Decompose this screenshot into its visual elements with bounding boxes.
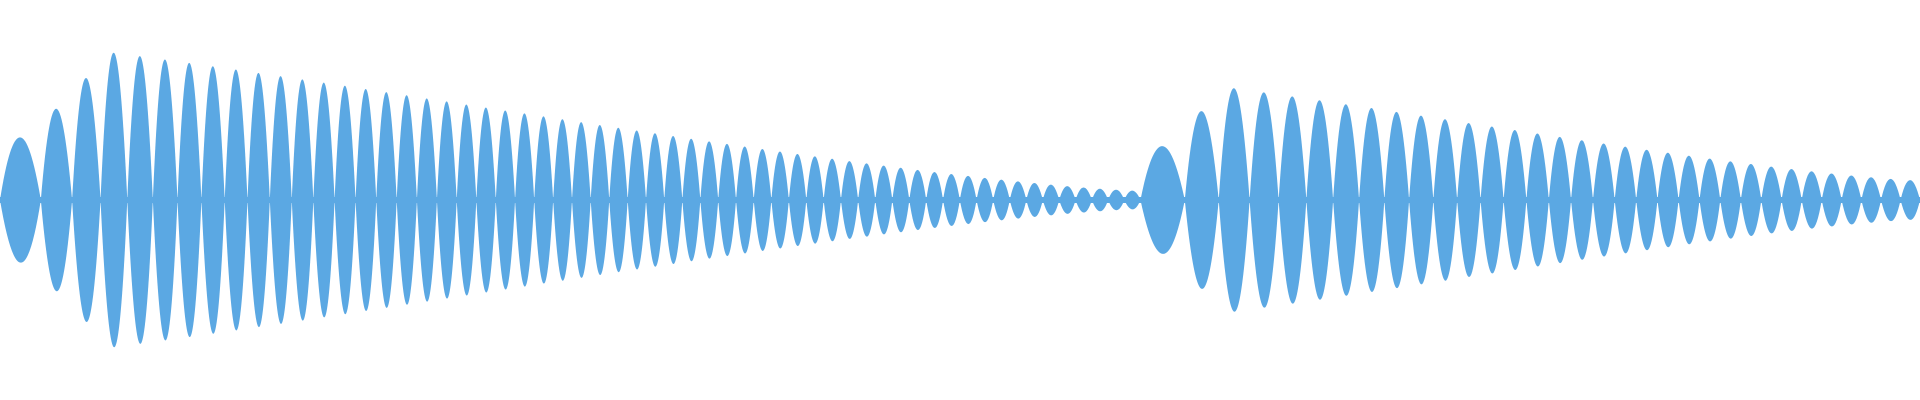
segment-2 (1140, 88, 1920, 312)
segment-1 (0, 52, 1141, 348)
waveform-baseline (1140, 197, 1920, 203)
waveform-lobe (127, 56, 153, 344)
waveform-lobe (177, 62, 202, 338)
waveform-baseline (0, 197, 1141, 203)
